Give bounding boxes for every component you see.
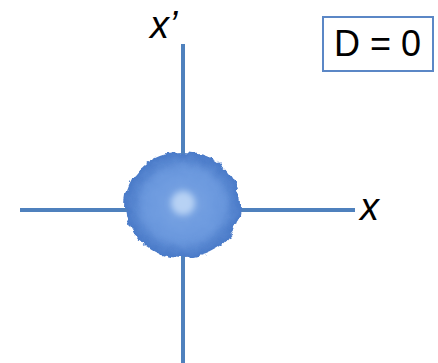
axis-label: x [360,188,379,226]
beam-core [139,165,227,245]
beam-distribution [125,152,241,258]
formula-text: D = 0 [334,24,422,64]
formula-box: D = 0 [322,16,434,72]
axis-label: x’ [150,6,177,44]
beam-centre [171,191,195,215]
